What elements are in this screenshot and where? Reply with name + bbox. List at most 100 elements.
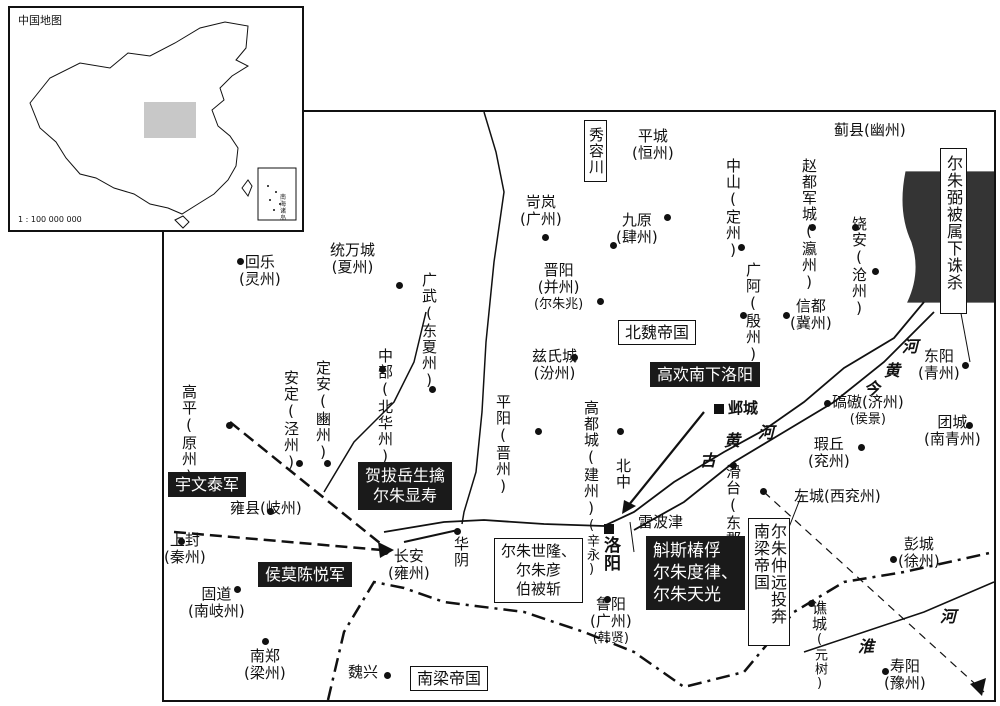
river-label-huang: 黄 <box>884 361 901 380</box>
map-base <box>173 112 994 700</box>
city-dot <box>379 366 386 373</box>
city-dot <box>597 298 604 305</box>
place-pengcheng: 彭城(徐州) <box>898 535 940 570</box>
place-qiaocheng: 谯城(元树) <box>810 600 828 692</box>
river-huai <box>803 581 994 653</box>
place-dingan: 定安(豳州) <box>314 360 332 462</box>
place-gaoping: 高平(原州) <box>180 384 198 486</box>
river-label-gu: 古 <box>700 451 717 470</box>
place-huayin: 华阴 <box>452 536 470 568</box>
river-label-jin: 今 <box>864 379 881 398</box>
river-label-he-huai: 河 <box>940 607 957 626</box>
river-label-huang-old: 黄 <box>724 431 741 450</box>
inset-scale: 1 : 100 000 000 <box>18 215 82 224</box>
city-dot <box>296 460 303 467</box>
place-tongwan: 统万城(夏州) <box>330 241 376 276</box>
place-jiuyuan: 九原(肆州) <box>616 211 658 246</box>
place-dongyang: 东阳(青州) <box>918 347 960 382</box>
place-pingyang: 平阳(晋州) <box>494 394 512 496</box>
route-zhongyuan <box>763 491 985 693</box>
main-map: 回乐(灵州) 统万城(夏州) 广武(东夏州) 平城(恒州) 蓟县(幽州) 中山(… <box>162 110 996 702</box>
place-xiaqiu: 瑕丘(兖州) <box>808 435 850 470</box>
river-label-he-old: 河 <box>758 423 775 442</box>
place-zhaodu: 赵都军城(瀛州) <box>800 158 818 292</box>
place-shilan: 岢岚(广州) <box>520 193 562 228</box>
river-huang-old <box>383 301 925 533</box>
city-dot <box>384 672 391 679</box>
river-label-huai: 淮 <box>858 637 875 656</box>
place-qiaoao: 碻磝(济州) (侯景) <box>832 393 904 428</box>
city-dot <box>824 400 831 407</box>
river-fen <box>461 112 505 525</box>
place-jinyang: 晋阳(并州) (尔朱兆) <box>534 261 584 313</box>
city-dot <box>890 556 897 563</box>
event-erzhu-zhongyuan: 尔朱仲远投奔南梁帝国 <box>748 518 790 646</box>
taiwan-island <box>241 179 253 198</box>
city-dot <box>760 488 767 495</box>
route-gaoping <box>229 421 387 549</box>
river-label-he: 河 <box>902 337 919 356</box>
event-gaohuan: 高欢南下洛阳 <box>650 362 761 387</box>
city-dot <box>783 312 790 319</box>
city-dot <box>454 528 461 535</box>
city-dot <box>738 244 745 251</box>
leader-husi <box>629 521 635 553</box>
inset-map: 中国地图 南海诸岛 1 : 100 000 000 <box>8 6 304 232</box>
city-dot <box>808 600 815 607</box>
place-zishi: 兹氏城(汾州) <box>532 347 578 382</box>
place-yongxian: 雍县(岐州) <box>230 499 302 517</box>
event-houmo: 侯莫陈悦军 <box>258 562 353 587</box>
event-erzhu-shilong: 尔朱世隆、尔朱彦伯被斩 <box>494 538 584 603</box>
place-yecheng: 邺城 <box>728 399 759 417</box>
route-gaohuan <box>627 411 705 507</box>
place-jixian: 蓟县(幽州) <box>834 121 906 139</box>
place-huile: 回乐(灵州) <box>239 253 281 288</box>
south-sea-label: 南海诸岛 <box>280 194 287 222</box>
city-dot <box>852 224 859 231</box>
leader-erzhutu <box>959 307 971 363</box>
capital-marker-yecheng <box>714 404 724 414</box>
place-shangfeng: 上封(秦州) <box>164 531 206 566</box>
place-luoyang: 洛阳 <box>600 536 620 572</box>
place-zhongshan: 中山(定州) <box>724 158 742 260</box>
place-beizhong: 北中 <box>614 458 632 490</box>
city-dot <box>178 538 185 545</box>
place-leibojin: 雷波津 <box>638 513 684 531</box>
hainan-island <box>174 215 190 229</box>
label-xiurong: 秀容川 <box>584 120 607 182</box>
south-sea-box <box>257 167 297 221</box>
city-dot <box>382 548 389 555</box>
event-erzhu-tu: 尔朱弼被属下诛杀 <box>940 148 967 314</box>
city-dot <box>604 596 611 603</box>
place-raoan: 饶安(沧州) <box>850 216 868 318</box>
place-xindu: 信都(冀州) <box>790 297 832 332</box>
capital-marker-luoyang <box>604 524 614 534</box>
city-dot <box>966 422 973 429</box>
city-dot <box>237 258 244 265</box>
route-huayin <box>403 529 459 543</box>
place-gudao: 固道(南岐州) <box>188 585 245 620</box>
river-wei <box>323 311 427 493</box>
city-dot <box>962 362 969 369</box>
city-dot <box>872 268 879 275</box>
china-outline <box>29 21 297 229</box>
city-dot <box>610 242 617 249</box>
city-dot <box>571 354 578 361</box>
study-area-highlight <box>144 102 196 138</box>
label-south-liang: 南梁帝国 <box>410 666 489 691</box>
event-heba: 贺拔岳生擒尔朱显寿 <box>358 462 453 510</box>
city-dot <box>730 462 737 469</box>
city-dot <box>324 460 331 467</box>
place-weixing: 魏兴 <box>348 663 379 681</box>
place-pingcheng: 平城(恒州) <box>632 127 674 162</box>
event-yuwen: 宇文泰军 <box>168 472 247 497</box>
city-dot <box>882 668 889 675</box>
place-nanzheng: 南郑(梁州) <box>244 647 286 682</box>
city-dot <box>234 586 241 593</box>
place-luyang: 鲁阳(广州) (韩贤) <box>590 595 632 647</box>
river-huang-today <box>633 311 935 531</box>
city-dot <box>542 234 549 241</box>
event-husi: 斛斯椿俘尔朱度律、尔朱天光 <box>646 536 745 610</box>
border-liang <box>326 550 994 700</box>
city-dot <box>664 214 671 221</box>
